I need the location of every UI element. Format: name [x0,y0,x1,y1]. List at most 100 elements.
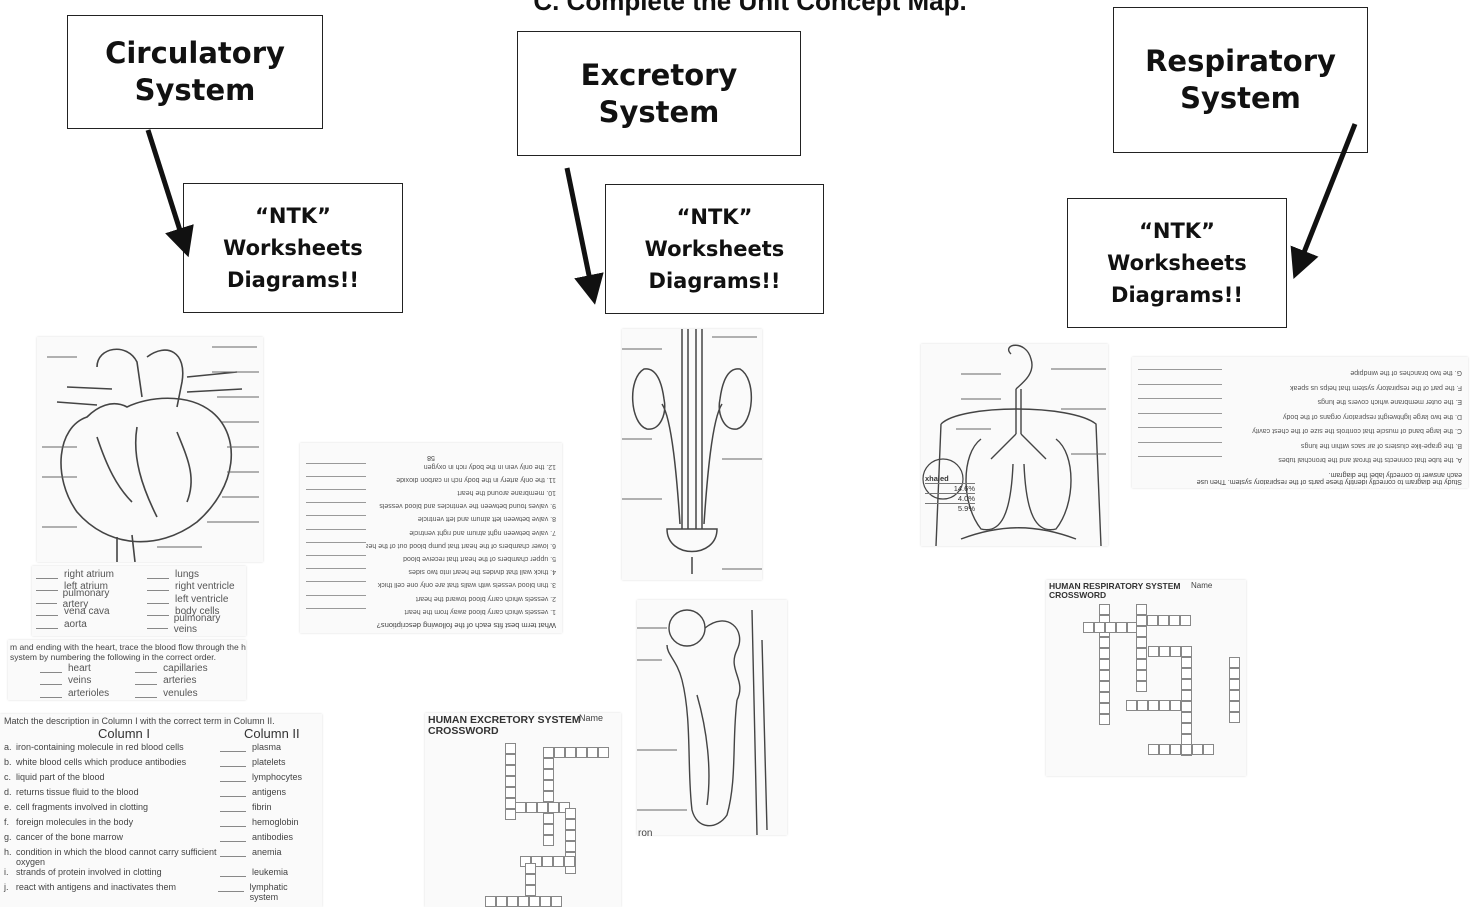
crossword-cell[interactable] [526,802,537,813]
crossword-cell[interactable] [505,743,516,754]
crossword-cell[interactable] [564,856,575,867]
crossword-cell[interactable] [1136,648,1147,659]
crossword-cell[interactable] [518,896,529,907]
crossword-cell[interactable] [1181,668,1192,679]
crossword-cell[interactable] [507,896,518,907]
crossword-cell[interactable] [1181,657,1192,668]
crossword-cell[interactable] [543,747,554,758]
crossword-cell[interactable] [515,802,526,813]
crossword-cell[interactable] [1136,604,1147,615]
crossword-cell[interactable] [565,747,576,758]
crossword-cell[interactable] [543,791,554,802]
crossword-cell[interactable] [1229,712,1240,723]
crossword-cell[interactable] [543,835,554,846]
crossword-cell[interactable] [1203,744,1214,755]
crossword-cell[interactable] [1136,637,1147,648]
crossword-cell[interactable] [1192,744,1203,755]
crossword-cell[interactable] [1099,604,1110,615]
crossword-cell[interactable] [1181,690,1192,701]
crossword-cell[interactable] [1181,679,1192,690]
crossword-cell[interactable] [576,747,587,758]
crossword-cell[interactable] [1136,659,1147,670]
crossword-cell[interactable] [1170,744,1181,755]
crossword-cell[interactable] [1147,615,1158,626]
crossword-cell[interactable] [1099,670,1110,681]
crossword-cell[interactable] [1136,626,1147,637]
crossword-cell[interactable] [1099,648,1110,659]
crossword-cell[interactable] [1136,681,1147,692]
crossword-cell[interactable] [1159,646,1170,657]
crossword-cell[interactable] [1229,690,1240,701]
crossword-cell[interactable] [1229,701,1240,712]
crossword-cell[interactable] [1099,637,1110,648]
crossword-cell[interactable] [1126,700,1137,711]
crossword-cell[interactable] [525,885,536,896]
crossword-cell[interactable] [540,896,551,907]
match-description: iron-containing molecule in red blood ce… [16,742,184,752]
crossword-cell[interactable] [565,819,576,830]
crossword-cell[interactable] [543,758,554,769]
crossword-cell[interactable] [525,874,536,885]
crossword-cell[interactable] [1136,670,1147,681]
crossword-cell[interactable] [1170,646,1181,657]
crossword-cell[interactable] [1148,744,1159,755]
crossword-cell[interactable] [531,856,542,867]
crossword-cell[interactable] [1181,744,1192,755]
crossword-cell[interactable] [505,765,516,776]
crossword-cell[interactable] [559,802,570,813]
crossword-cell[interactable] [543,813,554,824]
crossword-cell[interactable] [1229,657,1240,668]
crossword-cell[interactable] [1099,681,1110,692]
crossword-cell[interactable] [537,802,548,813]
crossword-cell[interactable] [496,896,507,907]
heart-term-row: 5. upper chambers of the heart that rece… [306,555,556,568]
crossword-cell[interactable] [1148,700,1159,711]
crossword-cell[interactable] [485,896,496,907]
crossword-cell[interactable] [1099,703,1110,714]
crossword-cell[interactable] [1136,615,1147,626]
crossword-cell[interactable] [542,856,553,867]
crossword-cell[interactable] [1169,615,1180,626]
crossword-cell[interactable] [1181,712,1192,723]
crossword-cell[interactable] [565,841,576,852]
crossword-cell[interactable] [505,776,516,787]
crossword-cell[interactable] [1094,622,1105,633]
crossword-cell[interactable] [1099,714,1110,725]
crossword-cell[interactable] [505,754,516,765]
crossword-cell[interactable] [1148,646,1159,657]
crossword-cell[interactable] [548,802,559,813]
crossword-cell[interactable] [1137,700,1148,711]
crossword-cell[interactable] [1116,622,1127,633]
match-row: a.iron-containing molecule in red blood … [4,742,318,757]
crossword-cell[interactable] [1099,659,1110,670]
crossword-cell[interactable] [565,808,576,819]
crossword-title-line2: CROSSWORD [1049,590,1107,600]
crossword-cell[interactable] [1229,679,1240,690]
crossword-cell[interactable] [505,809,516,820]
crossword-cell[interactable] [1229,668,1240,679]
crossword-cell[interactable] [1181,701,1192,712]
crossword-cell[interactable] [1158,615,1169,626]
crossword-cell[interactable] [543,824,554,835]
crossword-cell[interactable] [1099,692,1110,703]
crossword-cell[interactable] [525,863,536,874]
crossword-cell[interactable] [554,747,565,758]
crossword-cell[interactable] [551,896,562,907]
crossword-cell[interactable] [1083,622,1094,633]
crossword-cell[interactable] [529,896,540,907]
crossword-cell[interactable] [1170,700,1181,711]
crossword-cell[interactable] [1105,622,1116,633]
crossword-cell[interactable] [1181,723,1192,734]
match-description: returns tissue fluid to the blood [16,787,139,797]
crossword-cell[interactable] [1159,744,1170,755]
crossword-cell[interactable] [598,747,609,758]
crossword-cell[interactable] [543,780,554,791]
crossword-cell[interactable] [1180,615,1191,626]
crossword-cell[interactable] [1159,700,1170,711]
crossword-cell[interactable] [587,747,598,758]
crossword-cell[interactable] [543,769,554,780]
crossword-cell[interactable] [505,787,516,798]
crossword-cell[interactable] [565,830,576,841]
crossword-cell[interactable] [1181,646,1192,657]
crossword-cell[interactable] [553,856,564,867]
